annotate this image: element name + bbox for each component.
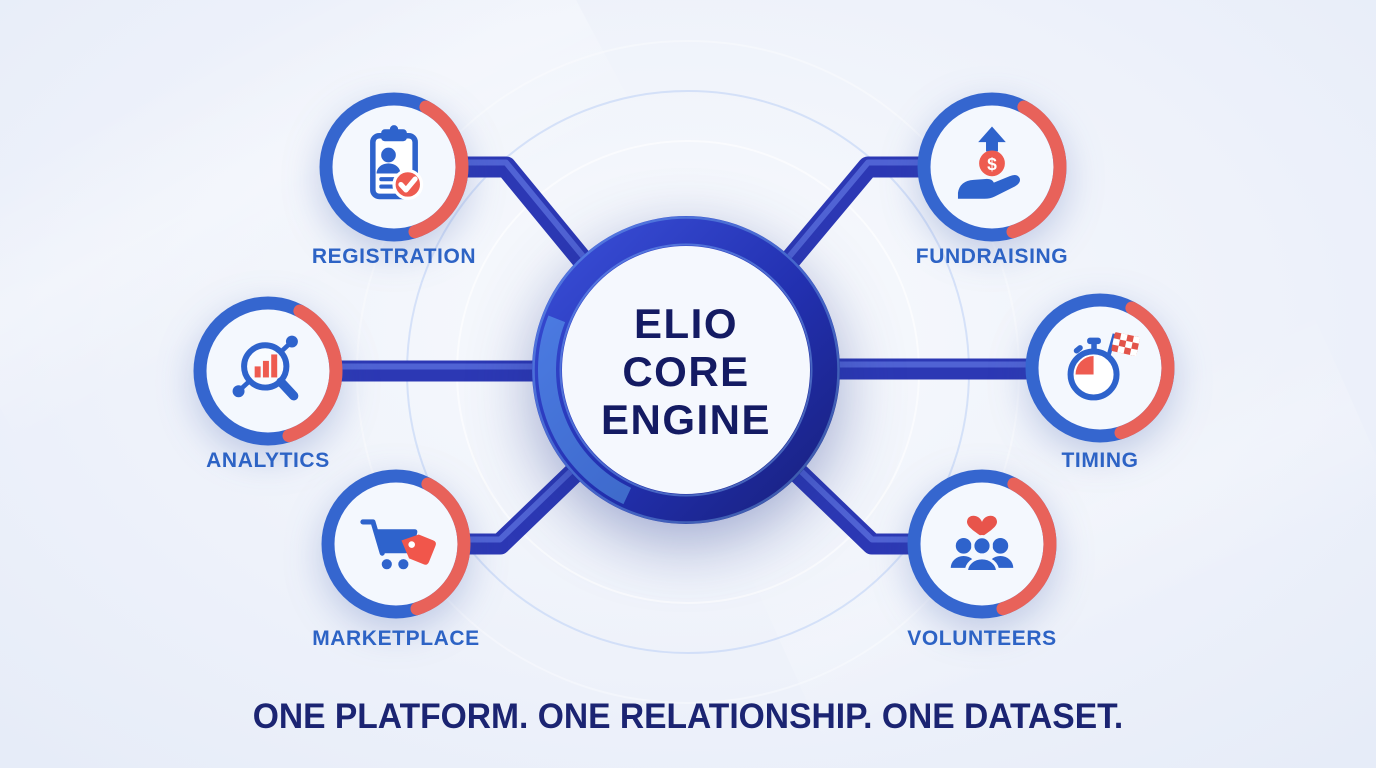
node-timing bbox=[1015, 283, 1185, 453]
node-marketplace bbox=[311, 459, 481, 629]
hub-title-line: ELIO bbox=[633, 300, 738, 347]
node-label-volunteers: VOLUNTEERS bbox=[907, 627, 1057, 650]
hub-title-line: ENGINE bbox=[600, 396, 772, 443]
people-group-heart-icon bbox=[950, 515, 1014, 574]
shopping-cart-price-tag-icon bbox=[360, 519, 436, 570]
node-label-timing: TIMING bbox=[1061, 449, 1139, 472]
node-label-registration: REGISTRATION bbox=[311, 245, 477, 268]
node-analytics bbox=[183, 286, 353, 456]
svg-text:$: $ bbox=[987, 154, 997, 174]
stopwatch-finish-flag-icon bbox=[1067, 332, 1141, 401]
node-label-marketplace: MARKETPLACE bbox=[312, 627, 480, 650]
clipboard-person-check-icon bbox=[370, 125, 424, 200]
node-label-analytics: ANALYTICS bbox=[206, 449, 330, 472]
node-label-fundraising: FUNDRAISING bbox=[915, 245, 1069, 268]
tagline: ONE PLATFORM. ONE RELATIONSHIP. ONE DATA… bbox=[252, 697, 1124, 736]
node-fundraising: $ bbox=[907, 82, 1077, 252]
hub-gloss-arc bbox=[538, 222, 834, 518]
hub-title-line: CORE bbox=[622, 348, 750, 395]
node-registration bbox=[309, 82, 479, 252]
hub-circle bbox=[532, 216, 840, 524]
magnifier-bar-chart-icon bbox=[232, 335, 299, 401]
node-volunteers bbox=[897, 459, 1067, 629]
hand-dollar-coin-arrow-icon: $ bbox=[957, 126, 1021, 199]
hub-title: ELIO CORE ENGINE bbox=[546, 300, 826, 444]
